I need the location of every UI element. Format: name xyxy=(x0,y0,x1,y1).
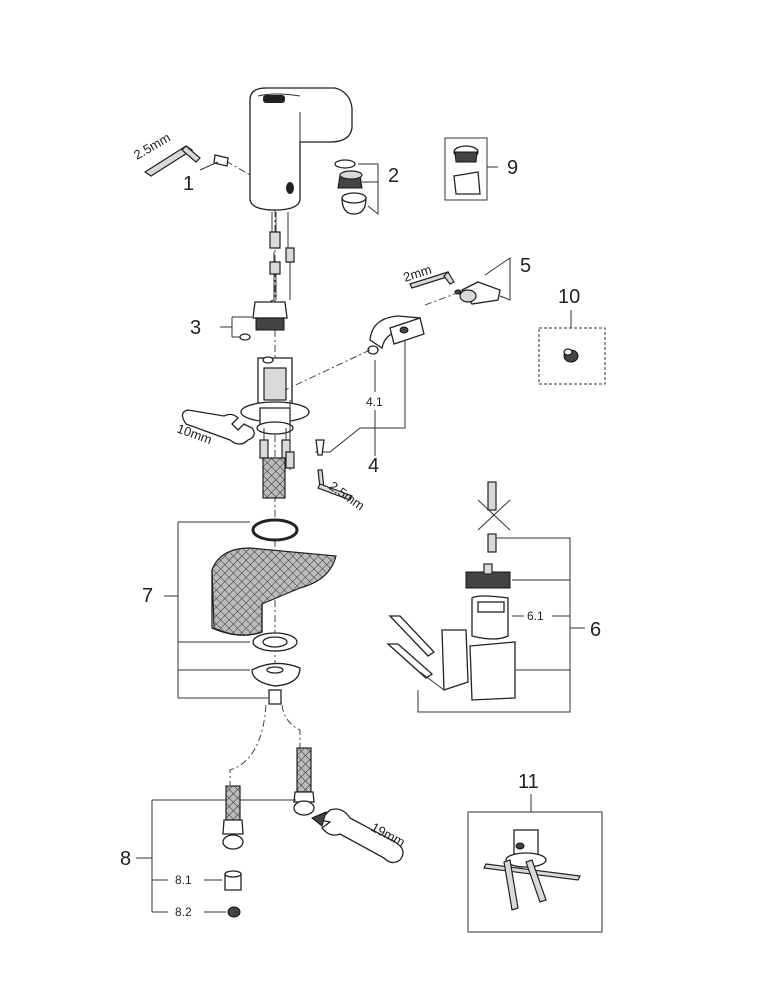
wrench-10mm-icon xyxy=(181,409,255,445)
part-4-mixing-valve xyxy=(284,315,425,456)
callout-9: 9 xyxy=(507,157,518,179)
callout-3: 3 xyxy=(190,317,201,339)
spout-cables xyxy=(267,212,295,307)
hose-path-left xyxy=(229,704,267,785)
callout-8-2: 8.2 xyxy=(175,905,192,919)
tool-label-2-5mm-bottom: 2.5mm xyxy=(326,478,367,513)
callout-2: 2 xyxy=(388,165,399,187)
part-1-set-screw xyxy=(199,154,251,176)
callout-6-1: 6.1 xyxy=(527,609,544,623)
wrench-19mm-icon xyxy=(311,808,404,864)
callout-6: 6 xyxy=(590,619,601,641)
callout-8: 8 xyxy=(120,848,131,870)
hex-key-2-5mm-top-icon xyxy=(143,145,201,177)
part-6-electronics-box xyxy=(386,481,585,713)
callout-4: 4 xyxy=(368,455,379,477)
part-10-filter xyxy=(538,327,606,385)
braided-hose-body xyxy=(262,457,286,499)
part-5-lever xyxy=(424,257,511,306)
part-3-solenoid-valve xyxy=(220,301,288,341)
spout-faucet-body xyxy=(249,87,353,211)
part-7-mounting-set xyxy=(164,518,337,705)
callout-7: 7 xyxy=(142,585,153,607)
mounting-body xyxy=(240,356,310,470)
callout-5: 5 xyxy=(520,255,531,277)
part-11-mounting-kit xyxy=(467,811,603,933)
part-8-hoses xyxy=(136,747,315,918)
part-9-aerator-key xyxy=(444,137,498,201)
callout-11: 11 xyxy=(518,771,539,793)
callout-10: 10 xyxy=(558,286,580,308)
callout-8-1: 8.1 xyxy=(175,873,192,887)
hex-key-2mm-icon xyxy=(409,271,455,289)
callout-1: 1 xyxy=(183,173,194,195)
hex-key-2-5mm-bottom-icon xyxy=(317,469,353,501)
hose-path-right xyxy=(281,704,301,748)
callout-4-1: 4.1 xyxy=(366,395,383,409)
part-2-aerator-set xyxy=(334,159,379,216)
